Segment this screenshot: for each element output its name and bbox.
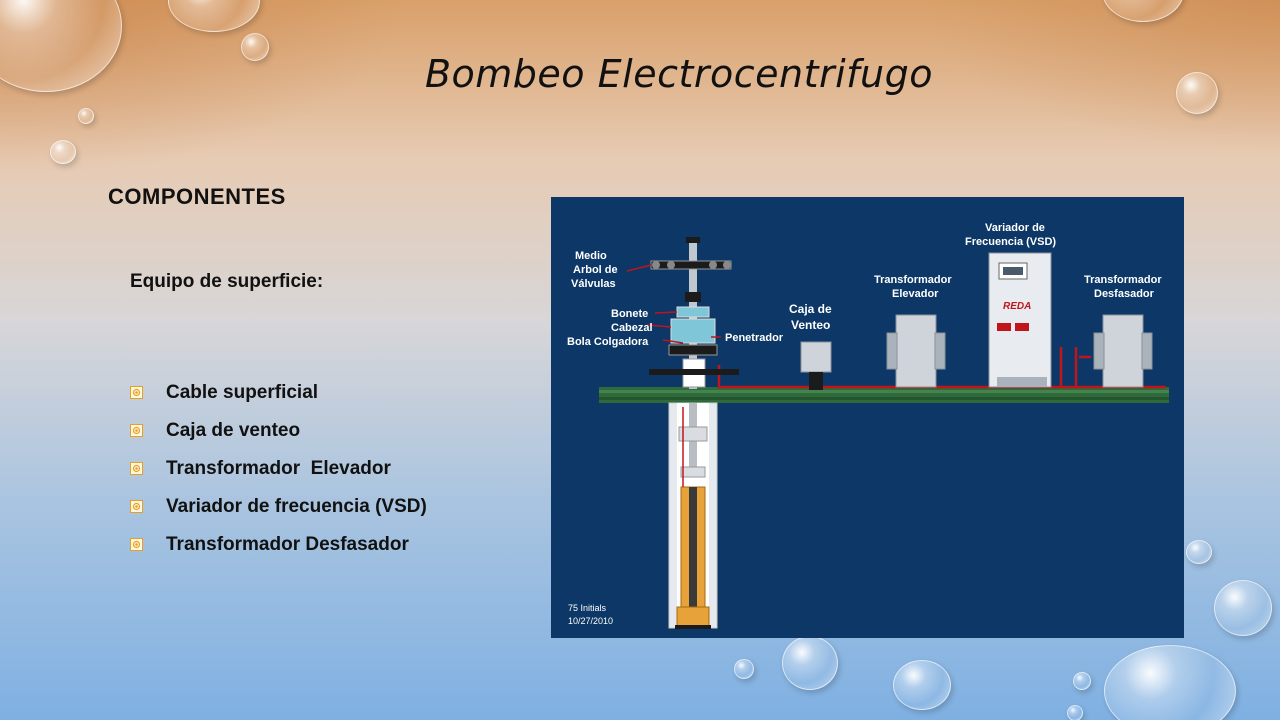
label-caja2: Venteo — [791, 318, 830, 332]
water-drop — [1104, 645, 1236, 720]
list-item-text: Caja de venteo — [166, 420, 301, 441]
sun-bullet-icon — [130, 462, 143, 475]
list-item-text: Cable superficial — [166, 382, 319, 403]
label-caja1: Caja de — [789, 302, 832, 316]
label-penetrador: Penetrador — [725, 332, 784, 344]
phase-shift-transformer — [1093, 314, 1153, 388]
sun-bullet-icon — [130, 424, 143, 437]
list-item: Transformador Desfasador — [128, 530, 476, 560]
list-item-text: Variador de frecuencia (VSD) — [166, 496, 427, 517]
water-drop — [1186, 540, 1212, 564]
label-bonete: Bonete — [611, 308, 648, 320]
sun-bullet-icon — [130, 500, 143, 513]
water-drop — [734, 659, 754, 679]
list-item: Caja de venteo — [128, 416, 476, 446]
water-drop — [1102, 0, 1184, 22]
component-list: Cable superficial Caja de venteo Transfo… — [128, 378, 476, 568]
water-drop — [1176, 72, 1218, 114]
water-drop — [893, 660, 951, 710]
label-valvulas: Válvulas — [571, 278, 616, 290]
esp-surface-diagram: Medio Arbol de Válvulas Bonete Cabezal B… — [551, 197, 1184, 638]
water-drop — [1214, 580, 1272, 636]
label-arbol: Arbol de — [573, 264, 618, 276]
label-medio: Medio — [575, 250, 607, 262]
section-heading: COMPONENTES — [108, 184, 286, 209]
esp-diagram-svg: Medio Arbol de Válvulas Bonete Cabezal B… — [567, 222, 1169, 629]
label-vsd1: Variador de — [985, 222, 1045, 234]
vsd-cabinet — [988, 252, 1052, 388]
water-drop — [50, 140, 76, 164]
subheading: Equipo de superficie: — [130, 271, 324, 292]
label-td1: Transformador — [1084, 274, 1162, 286]
wellhead — [649, 237, 739, 389]
step-up-transformer — [886, 314, 946, 388]
water-drop — [241, 33, 269, 61]
label-brand: REDA — [1003, 301, 1031, 312]
label-td2: Desfasador — [1094, 288, 1155, 300]
label-te1: Transformador — [874, 274, 952, 286]
water-drop — [78, 108, 94, 124]
downhole-string — [668, 402, 718, 629]
list-item: Cable superficial — [128, 378, 476, 408]
sun-bullet-icon — [130, 386, 143, 399]
list-item: Transformador Elevador — [128, 454, 476, 484]
water-drop — [168, 0, 260, 32]
footer-date: 10/27/2010 — [568, 616, 613, 626]
label-vsd2: Frecuencia (VSD) — [965, 236, 1056, 248]
label-bola: Bola Colgadora — [567, 336, 649, 348]
water-drop — [1073, 672, 1091, 690]
label-cabezal: Cabezal — [611, 322, 653, 334]
list-item-text: Transformador Elevador — [166, 458, 391, 479]
water-drop — [1067, 705, 1083, 720]
list-item-text: Transformador Desfasador — [166, 534, 409, 555]
water-drop — [782, 636, 838, 690]
sun-bullet-icon — [130, 538, 143, 551]
footer-initials: 75 Initials — [568, 603, 607, 613]
list-item: Variador de frecuencia (VSD) — [128, 492, 476, 522]
label-te2: Elevador — [892, 288, 939, 300]
vent-box — [800, 341, 832, 373]
ground-strip — [599, 387, 1169, 403]
slide-title: Bombeo Electrocentrifugo — [424, 52, 934, 96]
